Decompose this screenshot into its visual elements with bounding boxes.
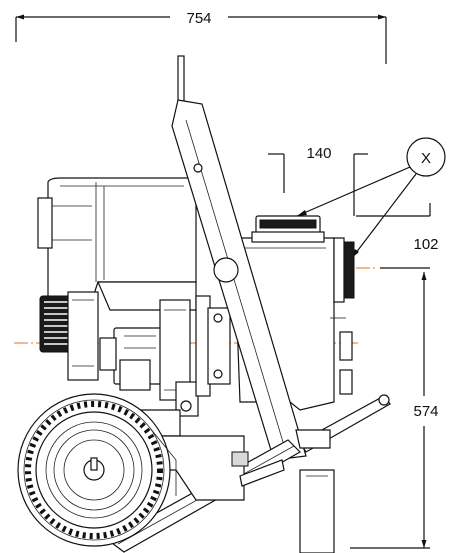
dimension-label-574: 574 [413,403,438,420]
callout-x: X [296,137,446,259]
wheel [17,393,177,547]
dimension-outlet-offset: 102 [356,203,439,269]
engine [37,177,231,437]
dimension-overall-width: 754 [15,10,387,64]
frame [106,55,391,553]
dimension-outlet-spacing: 140 [268,145,368,216]
dimension-outlet-height: 574 [350,272,439,549]
dimension-label-140: 140 [306,145,331,162]
dimension-label-754: 754 [186,10,211,27]
dimension-label-102: 102 [413,236,438,253]
callout-label: X [421,150,431,167]
